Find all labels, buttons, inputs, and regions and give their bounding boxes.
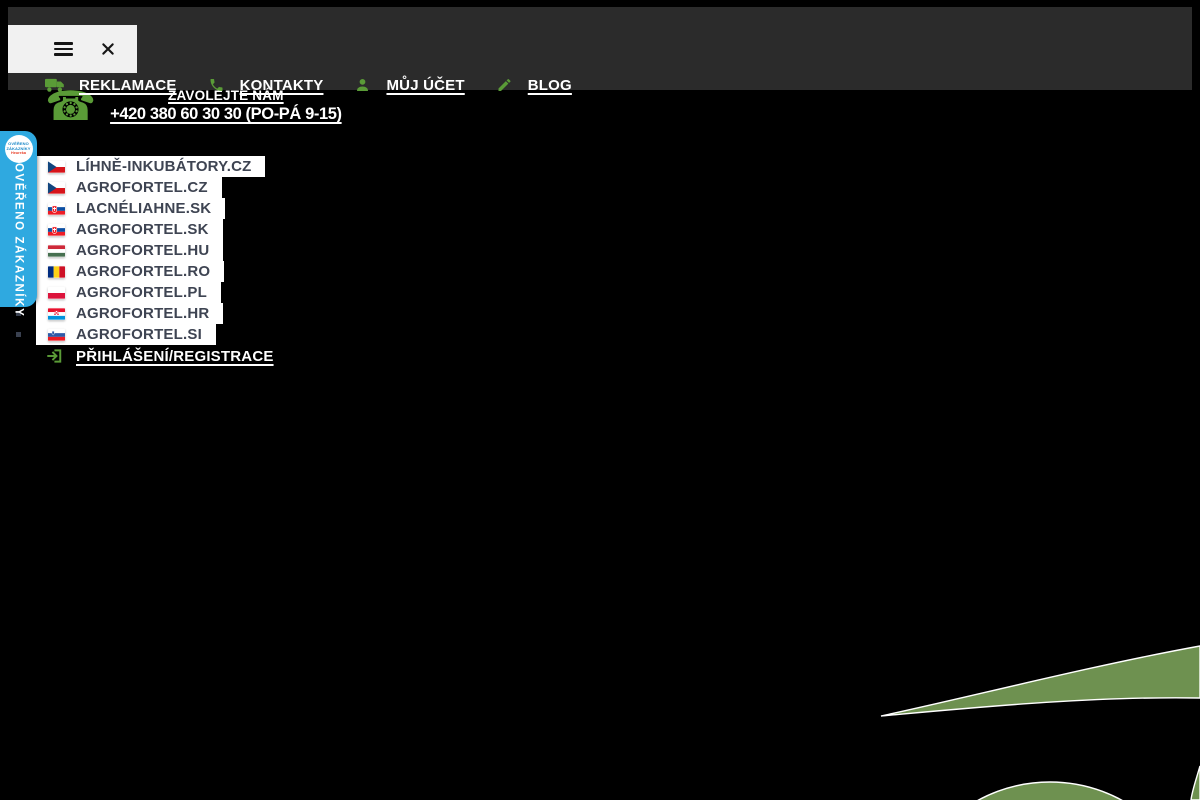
phone-number-link[interactable]: +420 380 60 30 30 (PO-PÁ 9-15) [110, 105, 342, 123]
nav-link-blog[interactable]: BLOG [494, 77, 572, 94]
site-link-agrofortel-ro[interactable]: AGROFORTEL.RO [15, 261, 225, 282]
heureka-verified-badge[interactable]: OVĚŘENO ZÁKAZNÍKY Heureka OVĚŘENO ZÁKAZN… [0, 131, 37, 317]
language-site-list: LÍHNĚ-INKUBÁTORY.CZ AGROFORTEL.CZ LACNÉLIA… [15, 156, 266, 345]
site-link-label: AGROFORTEL.HU [76, 242, 210, 259]
heureka-logo: OVĚŘENO ZÁKAZNÍKY Heureka [4, 135, 33, 163]
user-icon [352, 77, 373, 93]
hamburger-icon[interactable] [54, 42, 73, 56]
site-link-label: LACNÉLIAHNE.SK [76, 200, 212, 217]
flag-hr-icon [48, 307, 65, 320]
site-link-label: AGROFORTEL.SK [76, 221, 209, 238]
login-registration-label: PŘIHLÁŠENÍ/REGISTRACE [76, 347, 274, 365]
site-link-label: AGROFORTEL.PL [76, 284, 207, 301]
site-link-agrofortel-sk[interactable]: AGROFORTEL.SK [16, 219, 223, 240]
site-link-agrofortel-cz[interactable]: AGROFORTEL.CZ [16, 177, 222, 198]
heureka-logo-line1: OVĚŘENO [8, 141, 29, 146]
site-link-líhně-inkubátory-cz[interactable]: LÍHNĚ-INKUBÁTORY.CZ [15, 156, 266, 177]
top-nav: REKLAMACE KONTAKTY MŮJ ÚČET BLOG [45, 74, 572, 96]
grass-hill-icon [977, 781, 1123, 800]
login-registration-link[interactable]: PŘIHLÁŠENÍ/REGISTRACE [46, 347, 274, 365]
nav-link-label: REKLAMACE [79, 76, 177, 94]
flag-si-icon [48, 328, 65, 341]
grass-blade-icon [880, 645, 1200, 717]
nav-link-label: KONTAKTY [239, 76, 324, 94]
site-link-agrofortel-si[interactable]: AGROFORTEL.SI [16, 324, 216, 345]
heureka-badge-text: OVĚŘENO ZÁKAZNÍKY [12, 163, 25, 318]
heureka-logo-line2: ZÁKAZNÍKY [6, 145, 31, 151]
nav-link-label: MŮJ ÚČET [386, 76, 465, 94]
site-link-lacnéliahne-sk[interactable]: LACNÉLIAHNE.SK [15, 198, 226, 219]
site-link-agrofortel-hr[interactable]: AGROFORTEL.HR [15, 303, 224, 324]
flag-cz-icon [48, 160, 65, 173]
pen-icon [494, 77, 515, 93]
grass-decoration [880, 645, 1200, 800]
site-link-label: AGROFORTEL.RO [76, 263, 211, 280]
menu-box [8, 25, 137, 73]
site-link-label: LÍHNĚ-INKUBÁTORY.CZ [76, 158, 252, 175]
site-link-label: AGROFORTEL.HR [76, 305, 210, 322]
nav-link-můj-účet[interactable]: MŮJ ÚČET [352, 76, 465, 94]
heureka-logo-brand: Heureka [11, 151, 26, 155]
telephone-icon: ☎ [45, 82, 97, 130]
login-icon [47, 349, 62, 363]
phone-handset-icon [206, 77, 227, 93]
flag-hu-icon [48, 244, 65, 257]
flag-sk-icon [48, 202, 65, 215]
flag-ro-icon [48, 265, 65, 278]
call-us-block: ☎ ZAVOLEJTE NÁM +420 380 60 30 30 (PO-PÁ… [45, 82, 342, 130]
nav-link-kontakty[interactable]: KONTAKTY [206, 77, 324, 94]
site-link-agrofortel-pl[interactable]: AGROFORTEL.PL [16, 282, 221, 303]
nav-link-label: BLOG [527, 76, 572, 94]
site-link-agrofortel-hu[interactable]: AGROFORTEL.HU [15, 240, 224, 261]
flag-cz-icon [48, 181, 65, 194]
close-icon[interactable] [100, 41, 116, 57]
header-bar [8, 7, 1192, 90]
flag-sk-icon [48, 223, 65, 236]
nav-link-reklamace[interactable]: REKLAMACE [45, 77, 177, 94]
site-link-label: AGROFORTEL.SI [76, 326, 202, 343]
site-link-label: AGROFORTEL.CZ [76, 179, 208, 196]
flag-pl-icon [48, 286, 65, 299]
call-us-label[interactable]: ZAVOLEJTE NÁM [168, 88, 284, 103]
grass-sliver-icon [1190, 765, 1200, 800]
truck-icon [45, 77, 66, 93]
